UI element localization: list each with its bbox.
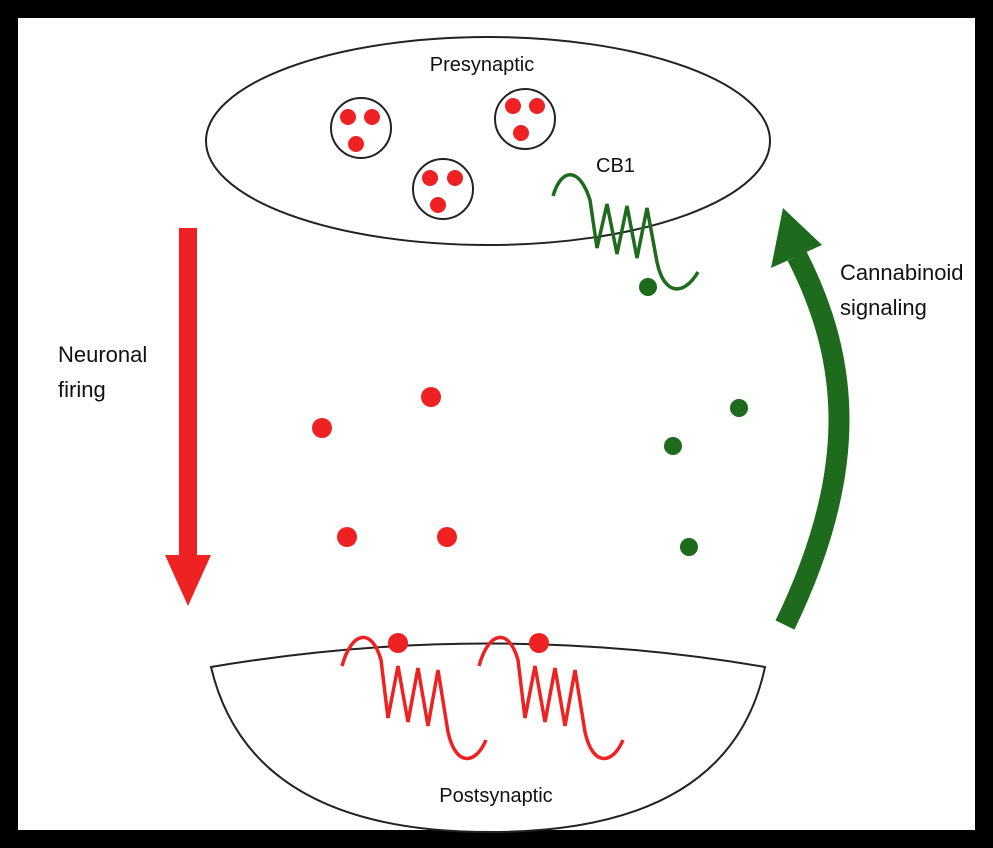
bound-neurotransmitter bbox=[388, 633, 408, 653]
bound-neurotransmitter bbox=[529, 633, 549, 653]
vesicle bbox=[331, 98, 391, 158]
presynaptic-label: Presynaptic bbox=[430, 54, 535, 76]
cannabinoid-signaling-label-line1: Cannabinoid bbox=[840, 260, 964, 285]
bound-cannabinoid bbox=[639, 278, 657, 296]
neuronal-firing-label-line2: firing bbox=[58, 377, 106, 402]
cb1-label: CB1 bbox=[596, 155, 635, 177]
cannabinoid-signaling-label-line2: signaling bbox=[840, 295, 927, 320]
postsynaptic-label: Postsynaptic bbox=[439, 785, 552, 807]
neuronal-firing-arrow bbox=[165, 228, 211, 606]
neurotransmitter-dot bbox=[437, 527, 457, 547]
neuronal-firing-label-line1: Neuronal bbox=[58, 342, 147, 367]
neurotransmitter-dot bbox=[312, 418, 332, 438]
cannabinoid-signaling-arrow bbox=[771, 208, 839, 625]
vesicle bbox=[413, 159, 473, 219]
cannabinoid-dot bbox=[730, 399, 748, 417]
vesicle bbox=[495, 89, 555, 149]
neurotransmitter-dot bbox=[421, 387, 441, 407]
neurotransmitter-dot bbox=[337, 527, 357, 547]
cannabinoid-dot bbox=[664, 437, 682, 455]
cannabinoid-dot bbox=[680, 538, 698, 556]
